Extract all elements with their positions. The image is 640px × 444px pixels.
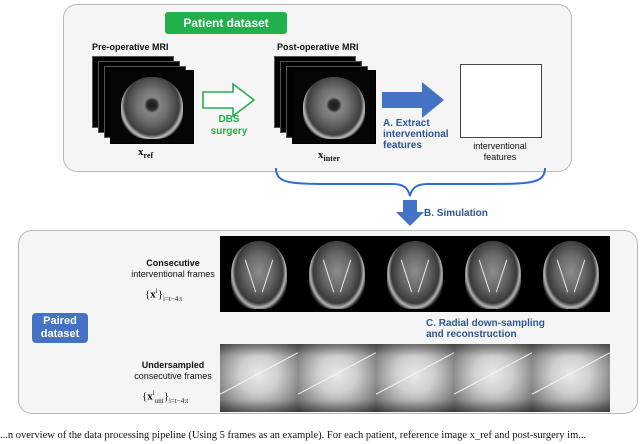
undersampled-frame-4 (454, 344, 532, 412)
interventional-frame-2 (298, 236, 376, 312)
post-op-label: Post-operative MRI (277, 42, 359, 52)
undersampled-frame-5 (532, 344, 610, 412)
row2-math: {xiunt}i=t−4:t (142, 389, 189, 405)
undersampled-frame-2 (298, 344, 376, 412)
simulation-label: B. Simulation (424, 208, 488, 219)
pre-op-label: Pre-operative MRI (92, 42, 169, 52)
pre-op-mri-image (110, 70, 194, 144)
undersampled-frame-3 (376, 344, 454, 412)
interventional-frame-5 (532, 236, 610, 312)
interventional-frame-1 (220, 236, 298, 312)
row1-label: Consecutive interventional frames (131, 258, 215, 279)
patient-dataset-badge: Patient dataset (165, 12, 287, 34)
row2-label: Undersampled consecutive frames (134, 360, 212, 381)
undersampled-frame-1 (220, 344, 298, 412)
interventional-frame-3 (376, 236, 454, 312)
x-ref-symbol: xref (138, 146, 154, 161)
simulation-arrow (396, 200, 424, 226)
interventional-frame-4 (454, 236, 532, 312)
row1-math: {xi}i=t−4:t (145, 287, 183, 303)
top-brace (275, 167, 546, 197)
post-op-mri-image (292, 70, 376, 144)
interventional-features-image (460, 64, 542, 138)
figure-caption: ...n overview of the data processing pip… (0, 430, 587, 441)
extract-arrow (382, 82, 444, 118)
dbs-arrow (202, 82, 256, 118)
x-inter-symbol: xinter (318, 149, 340, 164)
